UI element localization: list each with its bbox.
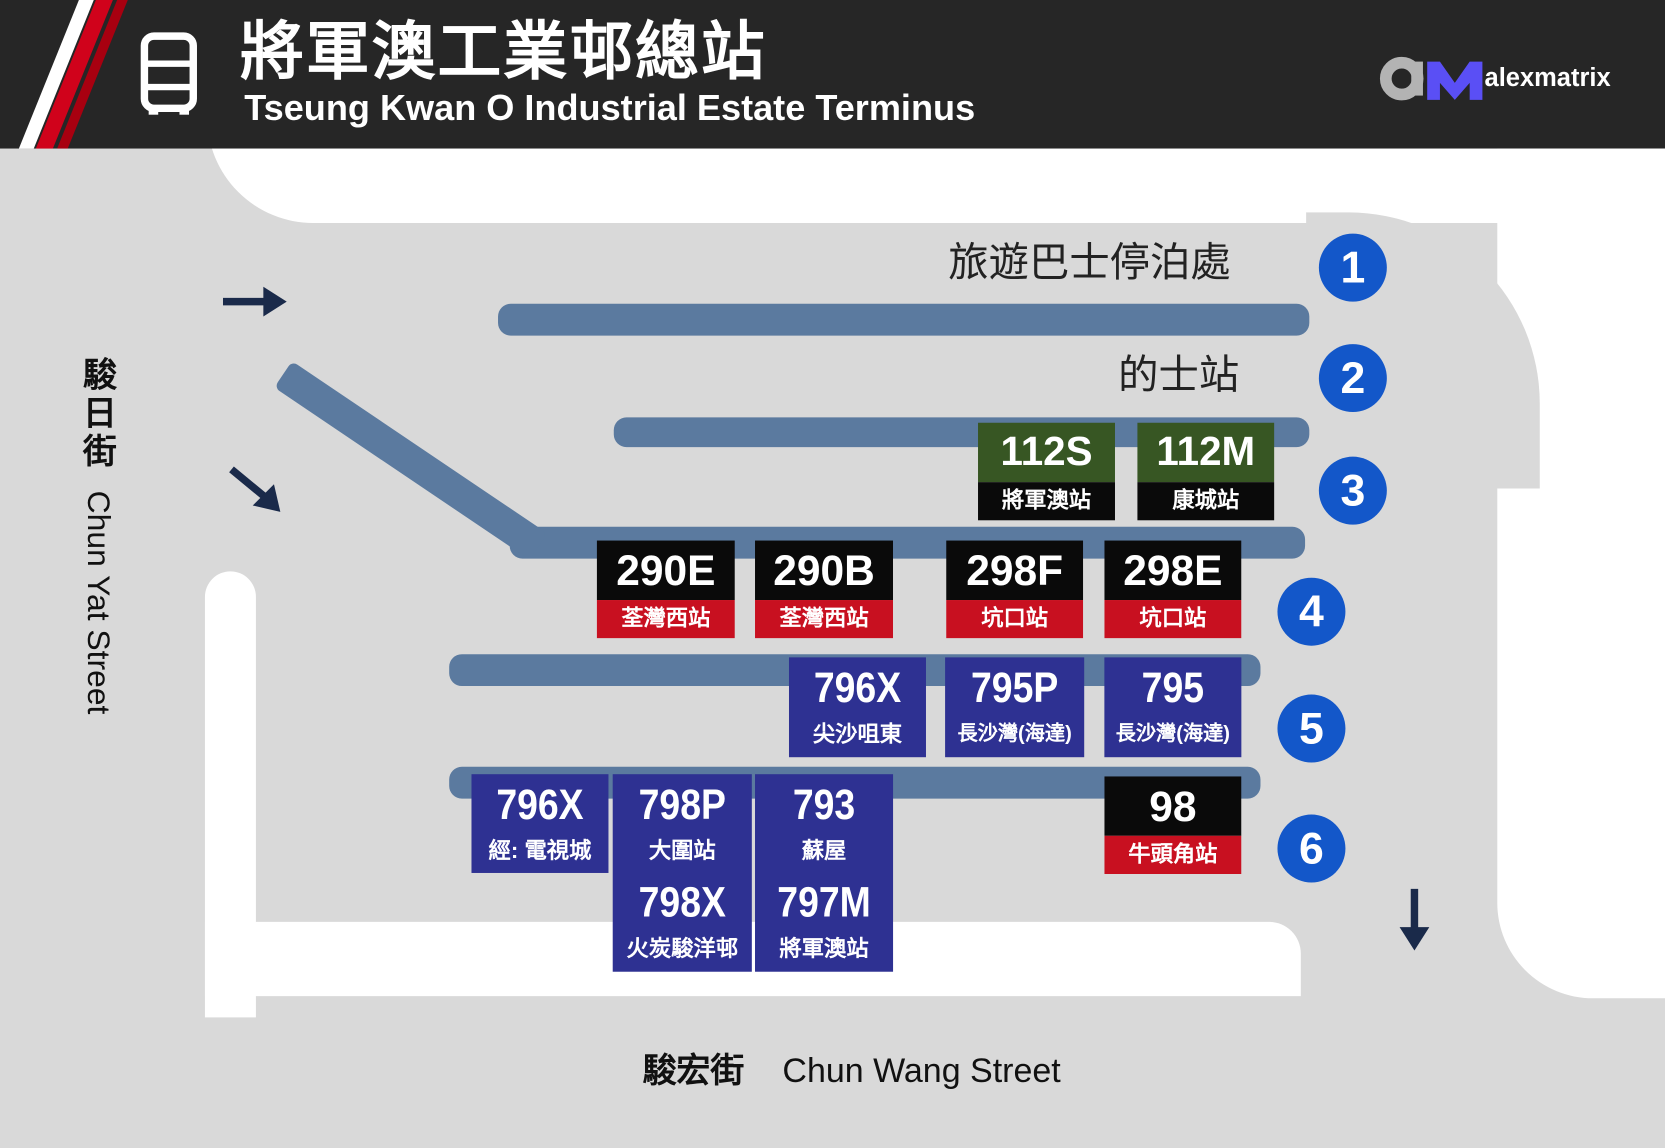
bay-1-platform bbox=[498, 303, 1310, 336]
bay-3-number: 3 bbox=[1318, 456, 1387, 525]
route-card-793-797M[interactable]: 793 蘇屋 797M 將軍澳站 bbox=[755, 774, 894, 972]
bay-5-number: 5 bbox=[1277, 694, 1346, 763]
header-bar: 將軍澳工業邨總站 Tseung Kwan O Industrial Estate… bbox=[0, 0, 1665, 149]
route-card-298E[interactable]: 298E 坑口站 bbox=[1104, 540, 1242, 639]
route-card-298F[interactable]: 298F 坑口站 bbox=[946, 540, 1084, 639]
route-number: 795P bbox=[970, 664, 1059, 712]
route-destination: 尖沙咀東 bbox=[812, 722, 903, 747]
bay-1-number: 1 bbox=[1318, 233, 1387, 302]
route-destination: 康城站 bbox=[1137, 482, 1275, 521]
route-card-798P-798X[interactable]: 798P 大圍站 798X 火炭駿洋邨 bbox=[612, 774, 752, 972]
route-card-796X-bay6[interactable]: 796X 經: 電視城 bbox=[471, 774, 609, 873]
route-number-secondary: 797M bbox=[777, 879, 871, 927]
route-destination: 長沙灣(海達) bbox=[957, 723, 1072, 746]
arrow-right-icon bbox=[222, 286, 287, 317]
route-destination: 經: 電視城 bbox=[488, 838, 592, 864]
bay-2-label: 的士站 bbox=[1118, 353, 1240, 399]
bottom-island bbox=[204, 921, 1301, 997]
route-number: 796X bbox=[813, 664, 902, 712]
route-number: 795 bbox=[1141, 664, 1205, 712]
route-card-796X-bay5[interactable]: 796X 尖沙咀東 bbox=[788, 657, 926, 758]
route-number: 798P bbox=[638, 781, 726, 829]
route-card-112S[interactable]: 112S 將軍澳站 bbox=[978, 422, 1115, 521]
route-number: 298F bbox=[946, 540, 1084, 601]
bay-2-number: 2 bbox=[1318, 344, 1387, 413]
route-number: 793 bbox=[792, 781, 856, 829]
street-label-chun-yat: 駿日街 Chun Yat Street bbox=[76, 357, 118, 715]
route-number: 290B bbox=[755, 540, 894, 601]
bay-4-number: 4 bbox=[1277, 577, 1346, 646]
route-destination: 牛頭角站 bbox=[1104, 835, 1242, 875]
route-card-795P[interactable]: 795P 長沙灣(海達) bbox=[945, 657, 1085, 758]
route-destination: 荃灣西站 bbox=[755, 600, 894, 639]
route-card-795[interactable]: 795 長沙灣(海達) bbox=[1104, 657, 1242, 758]
street-label-chun-wang: 駿宏街 Chun Wang Street bbox=[642, 1044, 1060, 1093]
page-title-chinese: 將軍澳工業邨總站 bbox=[239, 15, 767, 88]
street-name-zh: 駿宏街 bbox=[642, 1051, 745, 1090]
brand-logo-icon bbox=[1379, 56, 1483, 101]
route-card-98[interactable]: 98 牛頭角站 bbox=[1104, 776, 1242, 875]
route-destination: 坑口站 bbox=[1104, 600, 1242, 639]
street-name-en: Chun Yat Street bbox=[80, 490, 116, 715]
entrance-ramp bbox=[274, 361, 548, 560]
route-card-290E[interactable]: 290E 荃灣西站 bbox=[596, 540, 735, 639]
route-number: 112M bbox=[1137, 422, 1275, 483]
route-destination: 坑口站 bbox=[946, 600, 1084, 639]
arrow-down-right-icon bbox=[229, 466, 281, 512]
top-curb bbox=[207, 148, 1665, 224]
route-card-112M[interactable]: 112M 康城站 bbox=[1137, 422, 1275, 521]
route-destination: 長沙灣(海達) bbox=[1115, 723, 1231, 746]
page-title-english: Tseung Kwan O Industrial Estate Terminus bbox=[244, 88, 976, 129]
route-destination: 荃灣西站 bbox=[596, 600, 735, 639]
bus-icon bbox=[140, 32, 197, 115]
street-name-en: Chun Wang Street bbox=[782, 1051, 1061, 1090]
route-destination: 大圍站 bbox=[648, 838, 716, 864]
right-curb bbox=[1497, 148, 1665, 999]
bay-1-label: 旅遊巴士停泊處 bbox=[948, 241, 1231, 286]
route-number: 796X bbox=[496, 781, 584, 829]
arrow-down-icon bbox=[1399, 888, 1430, 951]
bay-6-number: 6 bbox=[1277, 814, 1346, 883]
route-number: 112S bbox=[978, 422, 1115, 483]
terminus-map: 旅遊巴士停泊處 的士站 1 2 3 4 5 6 112S 將軍澳站 112M 康… bbox=[0, 148, 1665, 1148]
route-number: 298E bbox=[1104, 540, 1242, 601]
route-destination-secondary: 將軍澳站 bbox=[779, 936, 869, 962]
route-destination: 蘇屋 bbox=[801, 838, 847, 864]
route-number-secondary: 798X bbox=[638, 879, 726, 927]
route-destination: 將軍澳站 bbox=[978, 482, 1115, 521]
brand-name: alexmatrix bbox=[1484, 63, 1611, 93]
route-destination-secondary: 火炭駿洋邨 bbox=[626, 936, 739, 962]
street-name-zh: 駿日街 bbox=[78, 356, 117, 472]
route-card-290B[interactable]: 290B 荃灣西站 bbox=[755, 540, 894, 639]
route-number: 290E bbox=[596, 540, 735, 601]
route-number: 98 bbox=[1104, 776, 1242, 836]
